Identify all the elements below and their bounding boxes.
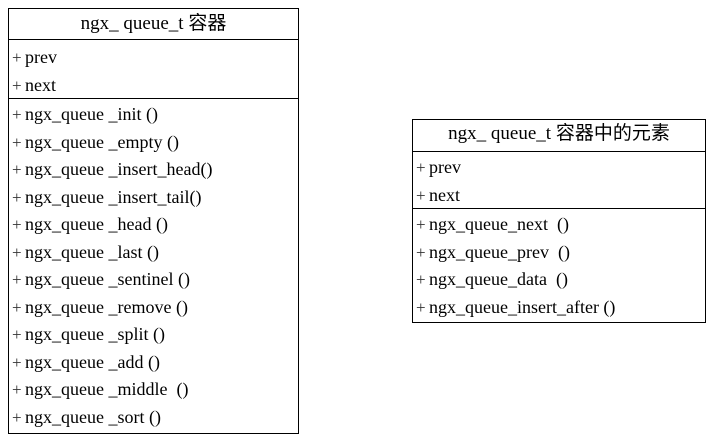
visibility-marker: + [12, 132, 22, 152]
attributes-section: +prev +next [9, 40, 298, 99]
method-name: ngx_queue _split () [25, 324, 165, 344]
attribute-name: prev [429, 157, 461, 177]
visibility-marker: + [12, 380, 22, 399]
visibility-marker: + [12, 325, 22, 344]
method-name: ngx_queue_insert_after () [429, 296, 616, 317]
attribute-name: prev [25, 47, 57, 67]
visibility-marker: + [12, 160, 22, 179]
attribute-row: +prev [413, 154, 705, 182]
method-row: +ngx_queue _last () [9, 239, 298, 267]
attributes-section: +prev +next [413, 152, 705, 209]
method-row: +ngx_queue_next () [413, 211, 705, 239]
method-row: +ngx_queue _insert_tail() [9, 184, 298, 212]
visibility-marker: + [12, 352, 22, 372]
visibility-marker: + [416, 158, 426, 177]
attribute-row: +prev [9, 44, 298, 72]
method-row: +ngx_queue_prev () [413, 239, 705, 267]
visibility-marker: + [416, 270, 426, 289]
method-name: ngx_queue_prev () [429, 241, 570, 262]
visibility-marker: + [12, 297, 22, 317]
method-name: ngx_queue_next () [429, 214, 569, 234]
method-name: ngx_queue _add () [25, 351, 160, 372]
attribute-row: +next [413, 182, 705, 210]
method-row: +ngx_queue _add () [9, 349, 298, 377]
visibility-marker: + [416, 242, 426, 262]
queue-container-class-box: ngx_ queue_t 容器 +prev +next +ngx_queue _… [8, 8, 299, 434]
method-row: +ngx_queue _split () [9, 321, 298, 349]
attribute-name: next [25, 74, 56, 95]
visibility-marker: + [416, 185, 426, 205]
visibility-marker: + [12, 105, 22, 124]
method-row: +ngx_queue_insert_after () [413, 294, 705, 322]
visibility-marker: + [416, 297, 426, 317]
method-row: +ngx_queue _insert_head() [9, 156, 298, 184]
attribute-name: next [429, 184, 460, 205]
visibility-marker: + [416, 215, 426, 234]
method-name: ngx_queue _sort () [25, 406, 161, 427]
class-title: ngx_ queue_t 容器 [9, 9, 298, 40]
visibility-marker: + [12, 270, 22, 289]
method-row: +ngx_queue _empty () [9, 129, 298, 157]
visibility-marker: + [12, 407, 22, 427]
visibility-marker: + [12, 187, 22, 207]
method-row: +ngx_queue _init () [9, 101, 298, 129]
method-name: ngx_queue _insert_head() [25, 159, 213, 179]
method-name: ngx_queue _sentinel () [25, 269, 190, 289]
visibility-marker: + [12, 215, 22, 234]
method-row: +ngx_queue _head () [9, 211, 298, 239]
method-name: ngx_queue _last () [25, 241, 159, 262]
methods-section: +ngx_queue_next () +ngx_queue_prev () +n… [413, 209, 705, 321]
method-row: +ngx_queue _remove () [9, 294, 298, 322]
queue-element-class-box: ngx_ queue_t 容器中的元素 +prev +next +ngx_que… [412, 119, 706, 323]
attribute-row: +next [9, 72, 298, 100]
method-name: ngx_queue _head () [25, 214, 168, 234]
visibility-marker: + [12, 242, 22, 262]
method-name: ngx_queue_data () [429, 269, 568, 289]
methods-section: +ngx_queue _init () +ngx_queue _empty ()… [9, 99, 298, 431]
method-name: ngx_queue _remove () [25, 296, 188, 317]
method-name: ngx_queue _middle () [25, 379, 189, 399]
method-row: +ngx_queue _middle () [9, 376, 298, 404]
method-row: +ngx_queue _sort () [9, 404, 298, 432]
method-row: +ngx_queue _sentinel () [9, 266, 298, 294]
method-name: ngx_queue _insert_tail() [25, 186, 202, 207]
visibility-marker: + [12, 75, 22, 95]
class-title: ngx_ queue_t 容器中的元素 [413, 120, 705, 152]
method-name: ngx_queue _init () [25, 104, 158, 124]
method-name: ngx_queue _empty () [25, 131, 179, 152]
method-row: +ngx_queue_data () [413, 266, 705, 294]
visibility-marker: + [12, 48, 22, 67]
